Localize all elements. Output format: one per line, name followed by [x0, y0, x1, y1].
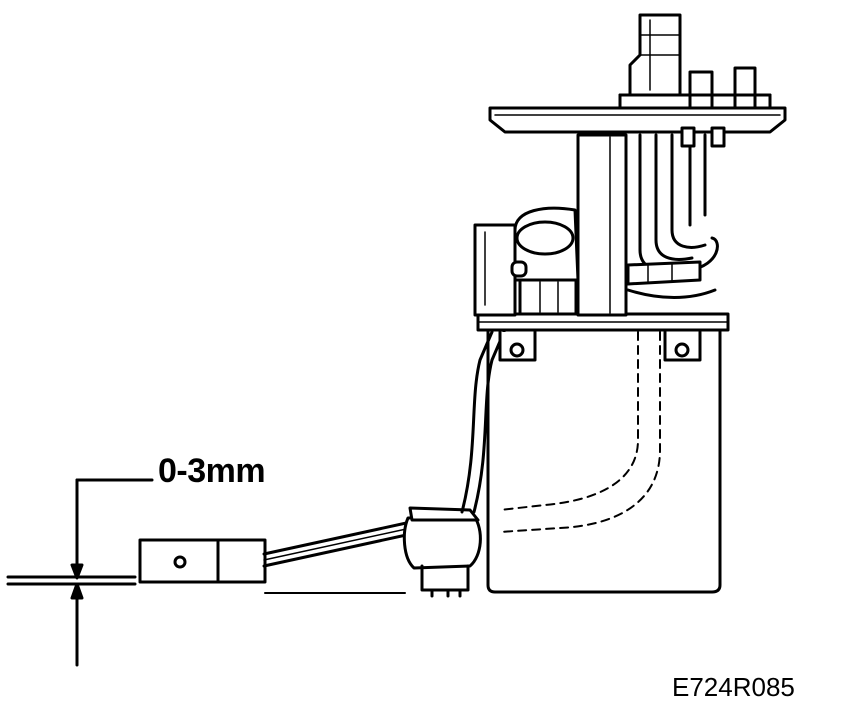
fuel-hoses: [626, 133, 719, 299]
central-column: [576, 133, 628, 317]
top-connector: [618, 13, 772, 110]
dimension-label: 0-3mm: [158, 452, 266, 490]
level-sender: [402, 506, 482, 598]
wire-harness: [460, 330, 506, 514]
reservoir: [476, 312, 730, 594]
float-arm: [262, 518, 422, 568]
reference-code: E724R085: [672, 672, 795, 702]
float: [138, 538, 267, 584]
pump-housing: [473, 206, 580, 317]
top-flange: [488, 106, 787, 148]
dimension-markers: [6, 478, 406, 667]
